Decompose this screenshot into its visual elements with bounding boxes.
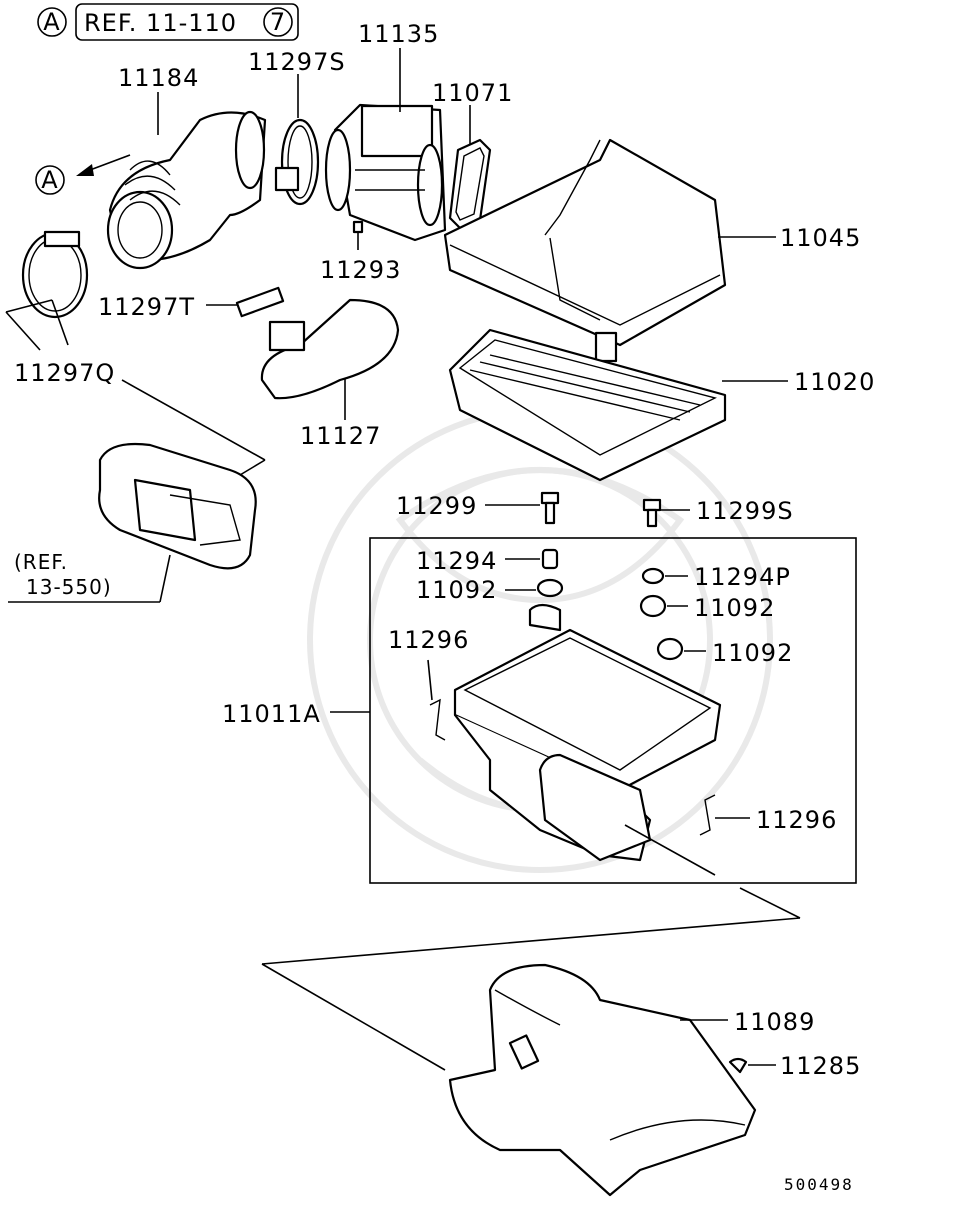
label-11011A: 11011A <box>222 700 321 728</box>
airflow-sensor-part <box>324 103 447 242</box>
label-11293: 11293 <box>320 256 401 284</box>
label-11294: 11294 <box>416 547 497 575</box>
label-11296-a: 11296 <box>388 626 469 654</box>
header-circle-a <box>37 7 67 37</box>
label-11297T: 11297T <box>98 293 195 321</box>
label-11294P: 11294P <box>694 563 791 591</box>
bracket-part <box>98 442 257 570</box>
diagram-code: 500498 <box>784 1175 854 1194</box>
clip-11285 <box>728 1057 748 1074</box>
label-11297S: 11297S <box>248 48 346 76</box>
grommet-11092-b <box>639 594 667 618</box>
label-11299: 11299 <box>396 492 477 520</box>
label-11285: 11285 <box>780 1052 861 1080</box>
arrow-a-text: A <box>41 166 58 194</box>
label-11135: 11135 <box>358 20 439 48</box>
label-11092-a: 11092 <box>416 576 497 604</box>
air-cleaner-case-part <box>453 603 722 862</box>
label-11127: 11127 <box>300 422 381 450</box>
label-11092-b: 11092 <box>694 594 775 622</box>
label-11299S: 11299S <box>696 497 794 525</box>
arrow-to-a: A <box>35 154 131 195</box>
bolt-11299 <box>540 491 560 525</box>
hose-clamp-part <box>21 230 89 319</box>
intake-hose-part <box>106 110 267 270</box>
duct-part <box>260 298 400 400</box>
air-filter-part <box>448 328 727 482</box>
collar-11294P <box>641 567 665 585</box>
clip-11296-b <box>699 794 716 836</box>
grommet-11092-a <box>536 578 564 598</box>
label-11184: 11184 <box>118 64 199 92</box>
ref-note-line2: 13-550) <box>26 575 112 599</box>
air-duct-11089-part <box>448 963 757 1197</box>
ref-note-line1: (REF. <box>14 550 68 574</box>
header-ref-circle <box>263 7 293 37</box>
bolt-11297T <box>235 286 285 318</box>
clamp-ring-part <box>274 118 320 206</box>
label-11092-c: 11092 <box>712 639 793 667</box>
clip-11296-a <box>429 698 446 741</box>
label-11071: 11071 <box>432 79 513 107</box>
screw-11293 <box>352 220 364 234</box>
leader-lines <box>5 48 801 1071</box>
header-circle-a-text: A <box>43 8 60 36</box>
gasket-inner <box>455 147 485 221</box>
collar-11294 <box>541 548 559 570</box>
label-11089: 11089 <box>734 1008 815 1036</box>
grommet-11092-c <box>656 637 684 661</box>
header-ref-circle-text: 7 <box>270 8 286 36</box>
label-11297Q: 11297Q <box>14 359 115 387</box>
label-11296-b: 11296 <box>756 806 837 834</box>
bolt-11299S <box>642 498 662 528</box>
label-11045: 11045 <box>780 224 861 252</box>
header-ref-box <box>75 3 299 41</box>
label-11020: 11020 <box>794 368 875 396</box>
header-ref-text: REF. 11-110 <box>84 9 237 37</box>
assembly-box <box>369 537 857 884</box>
